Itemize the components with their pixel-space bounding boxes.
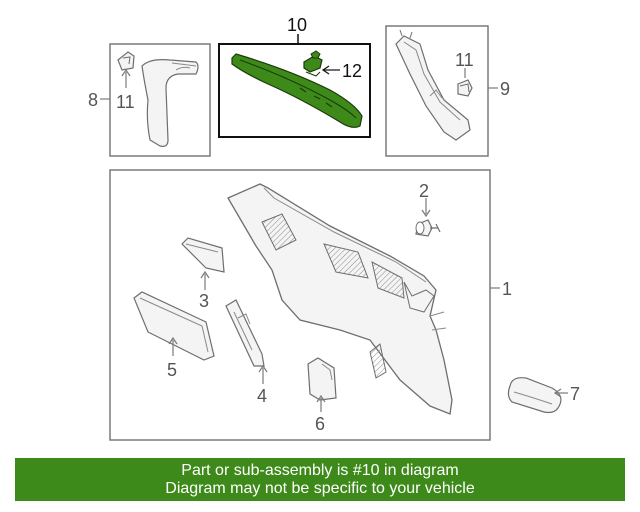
arrowhead [200,270,210,279]
arrowhead [258,364,268,373]
push-clip-2[interactable] [415,219,441,237]
arrowhead [553,388,562,398]
part-box-8: 8 11 [88,43,211,157]
callout-7: 7 [570,384,580,404]
handle-part-4[interactable] [225,299,265,367]
part-box-1: 1 2 3 [109,169,512,441]
callout-8: 8 [88,90,98,110]
callout-2: 2 [419,181,429,201]
liftgate-trim-panel-1[interactable] [227,183,453,415]
clip-part-11-right[interactable] [457,79,473,97]
clip-part-11-left[interactable] [117,51,135,71]
footer-banner: Part or sub-assembly is #10 in diagram D… [15,458,625,501]
pillar-trim-9[interactable] [395,29,471,141]
arrowhead [321,65,330,75]
part-box-9: 11 9 [385,25,510,157]
callout-3: 3 [199,291,209,311]
molding-part-10[interactable] [231,53,363,128]
callout-10: 10 [287,15,307,35]
arrowhead [316,394,326,403]
part-box-10: 10 12 [218,15,371,138]
callout-5: 5 [167,360,177,380]
callout-9: 9 [500,79,510,99]
cover-part-6[interactable] [307,357,337,401]
callout-4: 4 [257,386,267,406]
parts-diagram: 8 11 10 12 [88,15,580,441]
cap-part-7[interactable] [507,377,562,414]
callout-12: 12 [342,61,362,81]
callout-11-left: 11 [116,92,135,112]
callout-6: 6 [315,414,325,434]
arrowhead [121,68,131,77]
cover-part-3[interactable] [181,237,225,273]
panel-part-5[interactable] [133,291,215,361]
callout-1: 1 [502,279,512,299]
callout-11-right: 11 [455,50,474,70]
clip-part-12[interactable] [303,50,323,77]
arrowhead [421,209,431,218]
footer-line-1: Part or sub-assembly is #10 in diagram [181,462,459,479]
footer-line-2: Diagram may not be specific to your vehi… [165,480,475,497]
arrowhead [168,336,178,345]
trim-panel-8[interactable] [141,59,199,147]
